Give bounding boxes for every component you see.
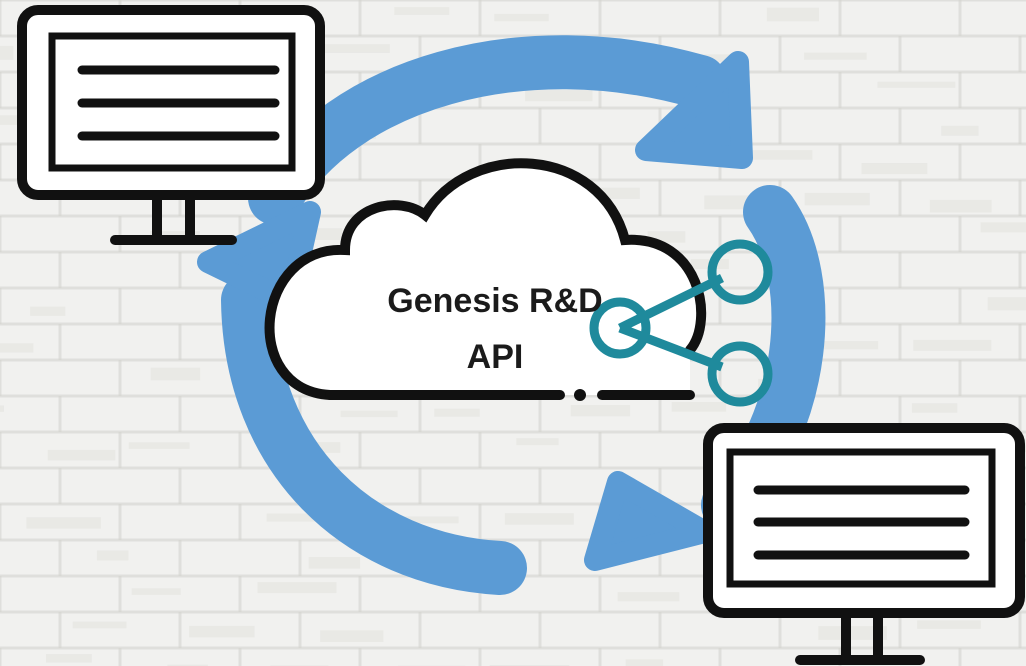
api-label-line2: API xyxy=(467,338,524,376)
desktop-monitor-icon xyxy=(17,5,325,245)
desktop-monitor-icon xyxy=(703,423,1025,665)
share-icon xyxy=(589,239,773,407)
api-label-line1: Genesis R&D xyxy=(387,282,602,320)
